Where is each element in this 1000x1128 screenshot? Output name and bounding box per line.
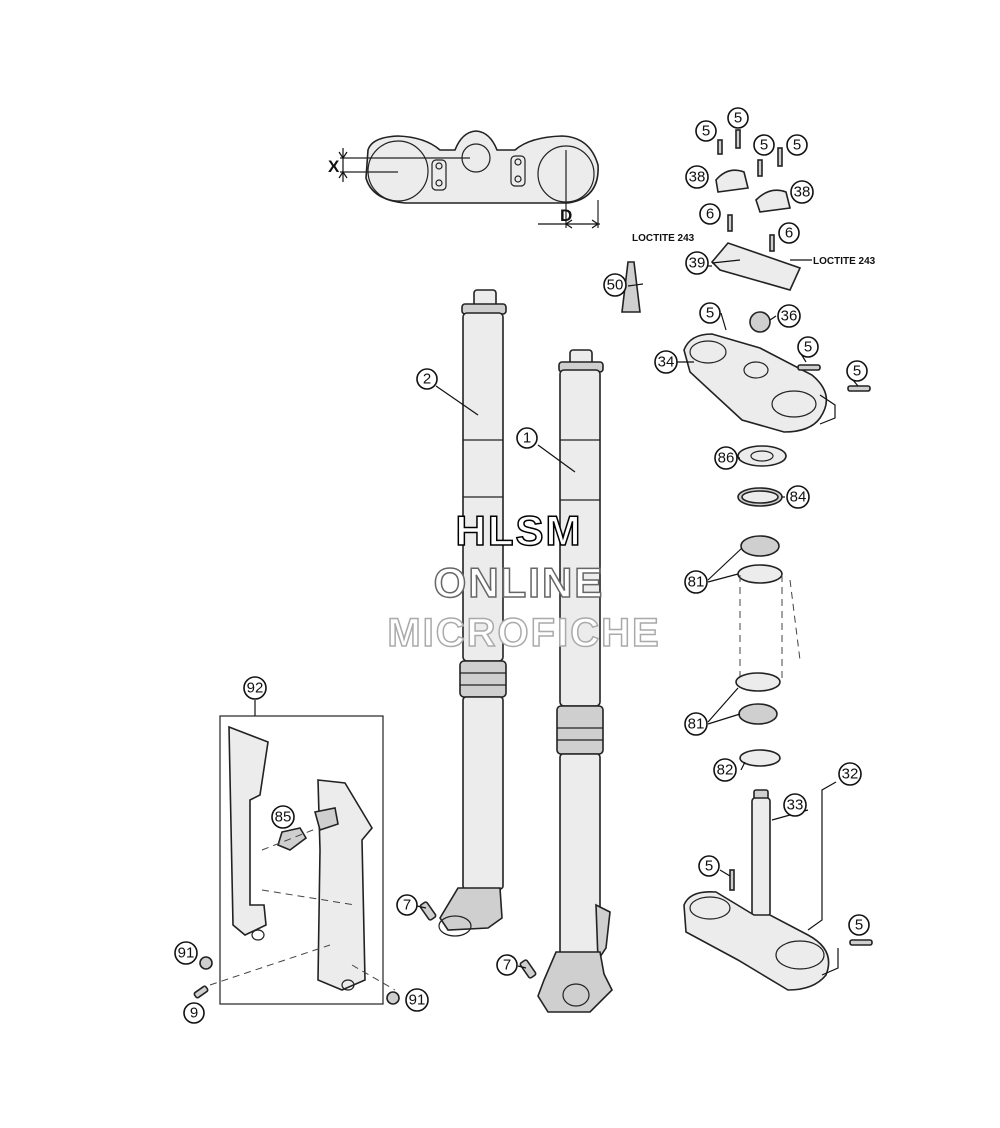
svg-text:5: 5 xyxy=(706,305,714,322)
svg-text:6: 6 xyxy=(706,206,714,223)
callout-5f: 5 xyxy=(797,336,819,358)
loctite-label-right: LOCTITE 243 xyxy=(813,256,876,267)
svg-text:86: 86 xyxy=(718,450,735,467)
bearing-stack xyxy=(735,445,801,767)
callout-5h: 5 xyxy=(698,855,720,877)
callout-85: 85 xyxy=(271,805,295,829)
svg-text:5: 5 xyxy=(705,858,713,875)
callout-7b: 7 xyxy=(496,954,518,976)
triple-clamp-dimension-view: X D xyxy=(328,130,600,229)
svg-text:91: 91 xyxy=(178,945,195,962)
callout-7a: 7 xyxy=(396,894,418,916)
callout-5d: 5 xyxy=(786,134,808,156)
svg-text:50: 50 xyxy=(607,277,624,294)
bolt-7-right xyxy=(519,959,537,979)
svg-text:38: 38 xyxy=(794,184,811,201)
watermark-line-2: ONLINE xyxy=(434,559,605,606)
svg-text:39: 39 xyxy=(689,255,706,272)
svg-text:81: 81 xyxy=(688,716,705,733)
callout-6b: 6 xyxy=(778,222,800,244)
callout-5e: 5 xyxy=(699,302,721,324)
callout-91b: 91 xyxy=(405,988,429,1012)
lower-triple-clamp xyxy=(683,789,873,991)
callout-6a: 6 xyxy=(699,203,721,225)
svg-text:7: 7 xyxy=(503,957,511,974)
callout-5a: 5 xyxy=(695,120,717,142)
callout-5g: 5 xyxy=(846,360,868,382)
svg-text:33: 33 xyxy=(787,797,804,814)
svg-text:5: 5 xyxy=(793,137,801,154)
upper-triple-clamp xyxy=(683,311,871,433)
svg-text:5: 5 xyxy=(734,110,742,127)
svg-text:92: 92 xyxy=(247,680,264,697)
callout-5b: 5 xyxy=(727,107,749,129)
callout-86: 86 xyxy=(714,446,738,470)
callout-1: 1 xyxy=(516,427,538,449)
svg-text:5: 5 xyxy=(855,917,863,934)
svg-text:2: 2 xyxy=(423,371,431,388)
fork-leg-2 xyxy=(438,289,507,937)
callout-38b: 38 xyxy=(790,180,814,204)
svg-text:82: 82 xyxy=(717,762,734,779)
watermark-line-1: HLSM xyxy=(456,507,583,554)
svg-text:38: 38 xyxy=(689,169,706,186)
svg-text:36: 36 xyxy=(781,308,798,325)
fork-leg-1 xyxy=(537,349,613,1013)
fork-guard-group xyxy=(193,700,400,1005)
callout-36: 36 xyxy=(777,304,801,328)
svg-text:1: 1 xyxy=(523,430,531,447)
svg-text:5: 5 xyxy=(702,123,710,140)
callout-39: 39 xyxy=(685,251,709,275)
svg-text:34: 34 xyxy=(658,354,675,371)
callout-5c: 5 xyxy=(753,134,775,156)
callout-34: 34 xyxy=(654,350,678,374)
svg-text:9: 9 xyxy=(190,1005,198,1022)
callout-91a: 91 xyxy=(174,941,198,965)
svg-text:81: 81 xyxy=(688,574,705,591)
dimension-x-label: X xyxy=(328,157,340,176)
callout-33: 33 xyxy=(783,793,807,817)
svg-text:7: 7 xyxy=(403,897,411,914)
svg-text:84: 84 xyxy=(790,489,807,506)
watermark: HLSM ONLINE MICROFICHE xyxy=(387,506,660,656)
callout-5i: 5 xyxy=(848,914,870,936)
callout-38a: 38 xyxy=(685,165,709,189)
svg-text:6: 6 xyxy=(785,225,793,242)
loctite-label-left: LOCTITE 243 xyxy=(632,233,695,244)
handlebar-clamp-assembly xyxy=(621,129,802,313)
svg-text:5: 5 xyxy=(853,363,861,380)
callout-82: 82 xyxy=(713,758,737,782)
svg-text:91: 91 xyxy=(409,992,426,1009)
bolt-7-left xyxy=(419,901,437,921)
callout-84: 84 xyxy=(786,485,810,509)
dimension-d-label: D xyxy=(560,206,572,225)
callout-92: 92 xyxy=(243,676,267,700)
callout-50: 50 xyxy=(603,273,627,297)
svg-text:32: 32 xyxy=(842,766,859,783)
callout-9: 9 xyxy=(183,1002,205,1024)
callout-81a: 81 xyxy=(684,570,708,594)
watermark-line-3: MICROFICHE xyxy=(387,611,660,655)
callout-81b: 81 xyxy=(684,712,708,736)
callout-2: 2 xyxy=(416,368,438,390)
svg-text:85: 85 xyxy=(275,809,292,826)
svg-text:5: 5 xyxy=(760,137,768,154)
svg-text:5: 5 xyxy=(804,339,812,356)
callout-32: 32 xyxy=(838,762,862,786)
